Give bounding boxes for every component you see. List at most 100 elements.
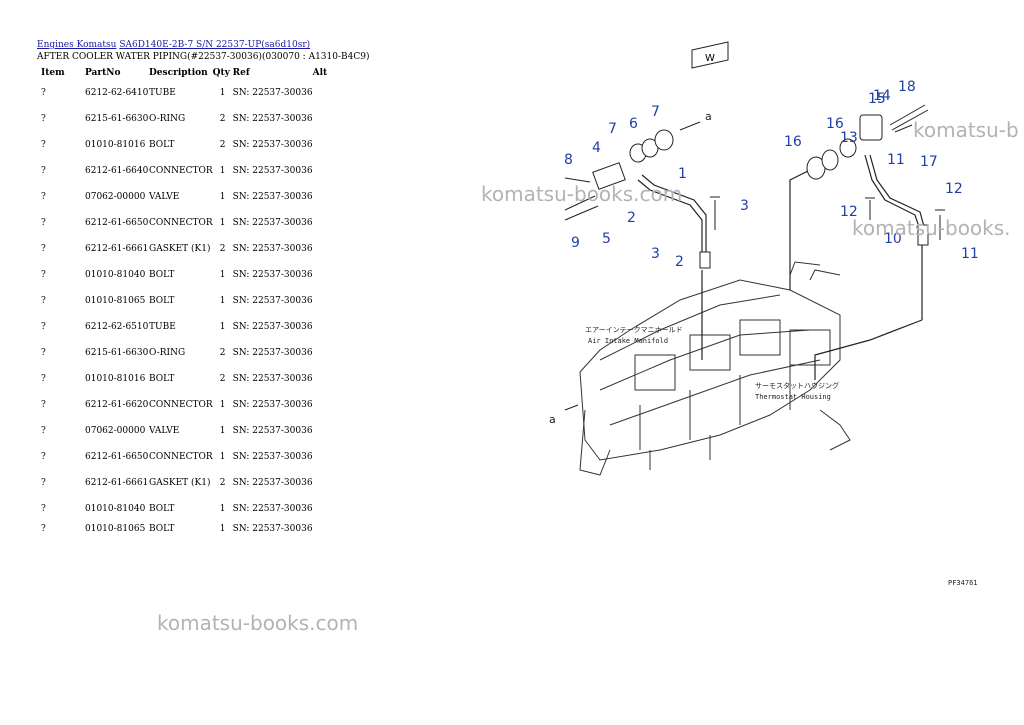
cell-partno: 01010-81065 (85, 296, 146, 306)
cell-ref: SN: 22537-30036 (232, 88, 313, 98)
cell-item: ? (41, 192, 46, 202)
cell-item: ? (41, 374, 46, 384)
cell-alt (313, 314, 343, 340)
callout-number: 11 (887, 152, 905, 168)
cell-alt (313, 262, 343, 288)
cell-qty: 1 (219, 166, 226, 176)
cell-qty: 2 (219, 348, 226, 358)
callout-number: 12 (840, 204, 858, 220)
cell-qty: 1 (219, 504, 226, 514)
drawing-code: PF34761 (948, 579, 978, 587)
cell-qty: 1 (219, 452, 226, 462)
cell-description: BOLT (149, 296, 175, 306)
breadcrumb-link-model[interactable]: SA6D140E-2B-7 S/N 22537-UP(sa6d10sr) (119, 40, 311, 50)
arrow-label-top: a (705, 110, 712, 123)
cell-qty: 2 (219, 244, 226, 254)
callout-number: 12 (945, 181, 963, 197)
intake-label-en: Air Intake Manifold (588, 337, 668, 345)
callout-number: 15 (868, 91, 886, 107)
parts-table: Item PartNo Description Qty Ref Alt ?621… (37, 65, 343, 536)
breadcrumb-link-engines[interactable]: Engines Komatsu (37, 40, 117, 50)
cell-description: BOLT (149, 140, 175, 150)
callout-number: 9 (571, 235, 580, 251)
cell-qty: 1 (219, 426, 226, 436)
callout-number: 17 (920, 154, 938, 170)
cell-ref: SN: 22537-30036 (232, 452, 313, 462)
cell-partno: 01010-81016 (85, 140, 146, 150)
cell-item: ? (41, 478, 46, 488)
cell-item: ? (41, 296, 46, 306)
cell-description: CONNECTOR (149, 400, 213, 410)
cell-alt (313, 418, 343, 444)
cell-partno: 6212-61-6650 (85, 452, 149, 462)
header-description: Description (149, 67, 208, 78)
cell-partno: 6212-61-6661 (85, 244, 149, 254)
cell-alt (313, 132, 343, 158)
callout-number: 4 (592, 140, 601, 156)
cell-description: CONNECTOR (149, 166, 213, 176)
callout-number: 8 (564, 152, 573, 168)
callout-number: 5 (602, 231, 611, 247)
cell-item: ? (41, 270, 46, 280)
cell-description: BOLT (149, 504, 175, 514)
callout-number: 13 (840, 130, 858, 146)
callout-number: 7 (608, 121, 617, 137)
cell-partno: 07062-00000 (85, 426, 146, 436)
cell-alt (313, 210, 343, 236)
table-header-row: Item PartNo Description Qty Ref Alt (37, 65, 343, 80)
cell-description: BOLT (149, 524, 175, 534)
cell-alt (313, 522, 343, 536)
callout-number: 2 (675, 254, 684, 270)
cell-ref: SN: 22537-30036 (232, 166, 313, 176)
cell-ref: SN: 22537-30036 (232, 244, 313, 254)
cell-description: BOLT (149, 374, 175, 384)
header-qty: Qty (212, 67, 230, 78)
thermo-label-jp: サーモスタットハウジング (755, 381, 839, 390)
intake-label-jp: エアーインテークマニホールド (585, 326, 683, 334)
engine-outline (579, 261, 851, 476)
cell-ref: SN: 22537-30036 (232, 218, 313, 228)
cell-alt (313, 184, 343, 210)
cell-qty: 2 (219, 140, 226, 150)
cell-qty: 1 (219, 192, 226, 202)
cell-partno: 6212-61-6620 (85, 400, 149, 410)
cell-description: CONNECTOR (149, 218, 213, 228)
cell-partno: 01010-81040 (85, 270, 146, 280)
cell-ref: SN: 22537-30036 (232, 374, 313, 384)
callout-number: 10 (884, 231, 902, 247)
cell-ref: SN: 22537-30036 (232, 400, 313, 410)
cell-partno: 07062-00000 (85, 192, 146, 202)
cell-qty: 1 (219, 296, 226, 306)
cell-qty: 2 (219, 478, 226, 488)
cell-qty: 1 (219, 322, 226, 332)
cell-description: O-RING (149, 348, 186, 358)
cell-alt (313, 236, 343, 262)
cell-alt (313, 496, 343, 522)
cell-item: ? (41, 400, 46, 410)
cell-qty: 1 (219, 524, 226, 534)
cell-alt (313, 340, 343, 366)
header-partno: PartNo (85, 67, 121, 78)
thermo-label-en: Thermostat Housing (755, 393, 831, 401)
callout-number: 1 (678, 166, 687, 182)
callout-number: 18 (898, 79, 916, 95)
cell-qty: 1 (219, 88, 226, 98)
cell-alt (313, 366, 343, 392)
cell-partno: 01010-81040 (85, 504, 146, 514)
cell-partno: 01010-81016 (85, 374, 146, 384)
cell-item: ? (41, 322, 46, 332)
cell-description: GASKET (K1) (149, 478, 211, 488)
cell-ref: SN: 22537-30036 (232, 478, 313, 488)
